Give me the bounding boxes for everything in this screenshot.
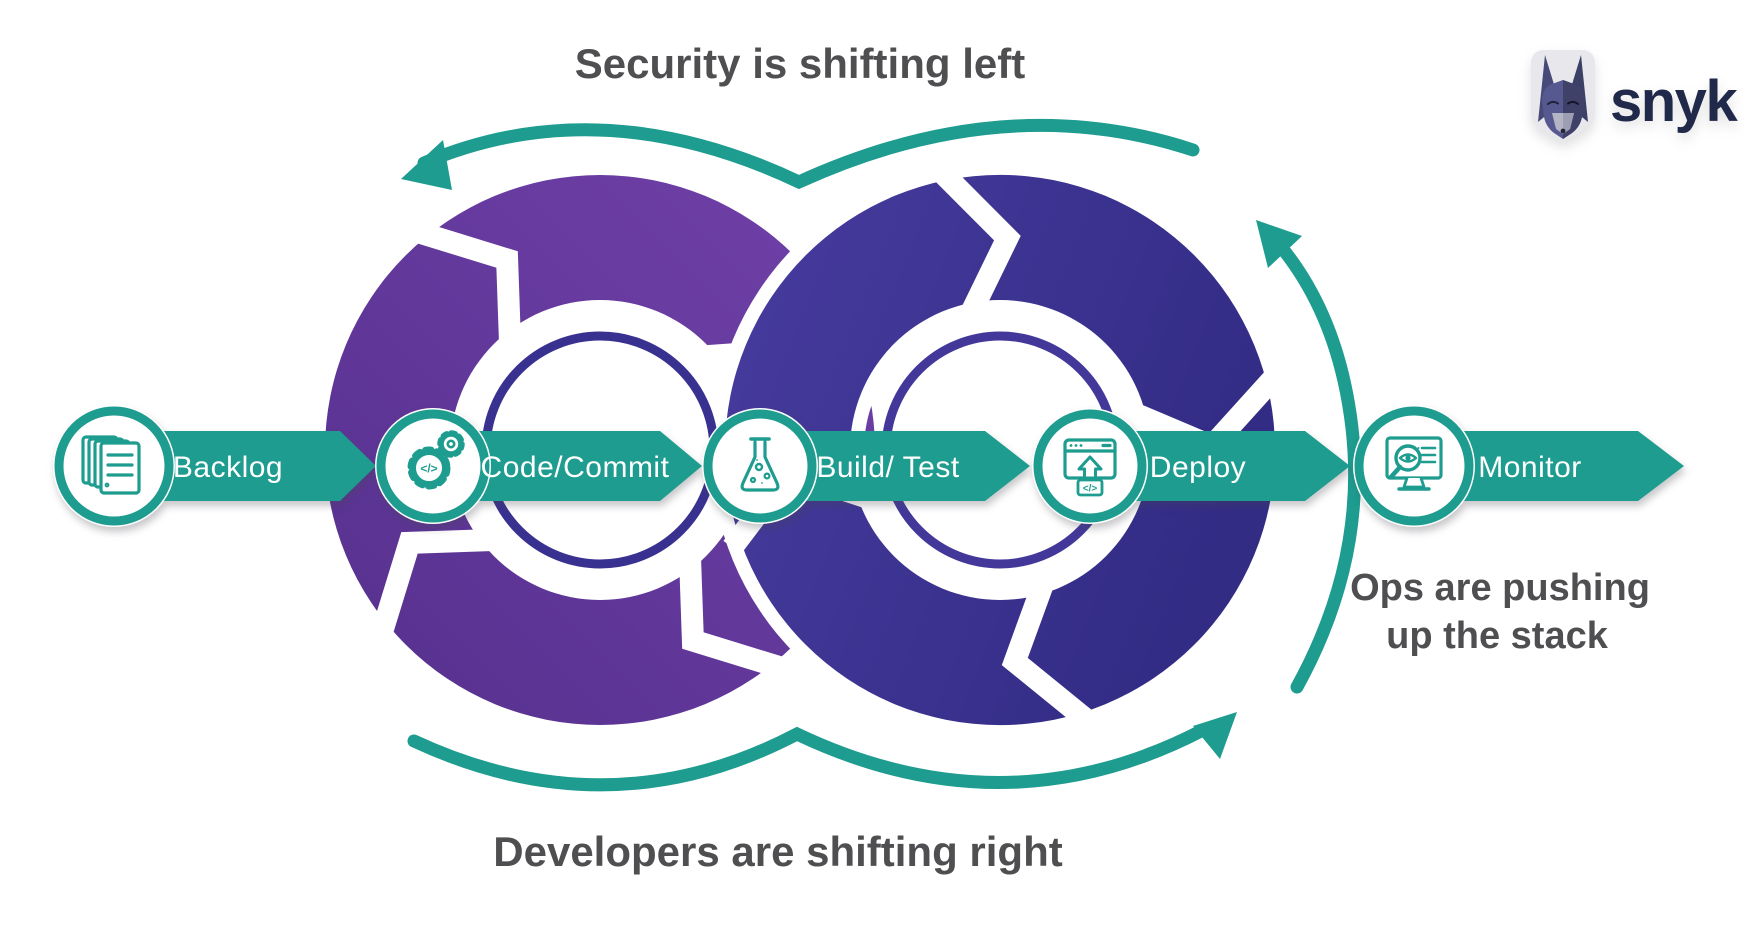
pipeline: </> </ <box>53 405 1684 527</box>
deploy-window-icon: </> <box>1063 438 1117 497</box>
monitor-screen-icon <box>1385 436 1443 491</box>
ops-note-line2: up the stack <box>1386 615 1609 657</box>
stage-banner-build-test <box>760 431 1030 501</box>
left-loop-body <box>325 175 875 725</box>
test-flask-icon <box>740 437 780 492</box>
backlog-documents-icon <box>81 435 141 495</box>
right-loop-body <box>724 174 1275 726</box>
shift-left-curved-arrow <box>417 118 1200 190</box>
shift-right-curved-arrow <box>407 723 1210 792</box>
snyk-logo: snyk <box>1531 50 1740 142</box>
stage-banner-backlog <box>114 431 376 501</box>
stage-banner-deploy <box>1090 431 1350 501</box>
push-up-curved-arrow <box>1263 227 1362 694</box>
left-loop-ring <box>311 161 889 739</box>
arrowhead-up-left-icon <box>1256 220 1302 268</box>
arrowhead-left-icon <box>401 140 452 190</box>
ops-note-line1: Ops are pushing <box>1350 567 1650 609</box>
stage-banner-monitor <box>1414 431 1684 501</box>
stage-label-code-commit: Code/Commit <box>481 451 670 484</box>
stage-label-monitor: Monitor <box>1478 451 1582 484</box>
stage-label-backlog: Backlog <box>173 451 283 484</box>
top-title: Security is shifting left <box>575 40 1025 87</box>
snyk-wordmark: snyk <box>1610 69 1738 134</box>
arrowhead-up-right-icon <box>1193 712 1237 759</box>
code-gears-icon: </> <box>407 430 465 490</box>
stage-label-build-test: Build/ Test <box>816 451 960 484</box>
svg-text:</>: </> <box>1083 484 1098 495</box>
snyk-dog-icon <box>1531 50 1595 142</box>
svg-text:</>: </> <box>420 462 437 476</box>
bottom-title: Developers are shifting right <box>493 828 1062 875</box>
stage-label-deploy: Deploy <box>1150 451 1246 484</box>
stage-banner-code-commit <box>433 431 702 501</box>
